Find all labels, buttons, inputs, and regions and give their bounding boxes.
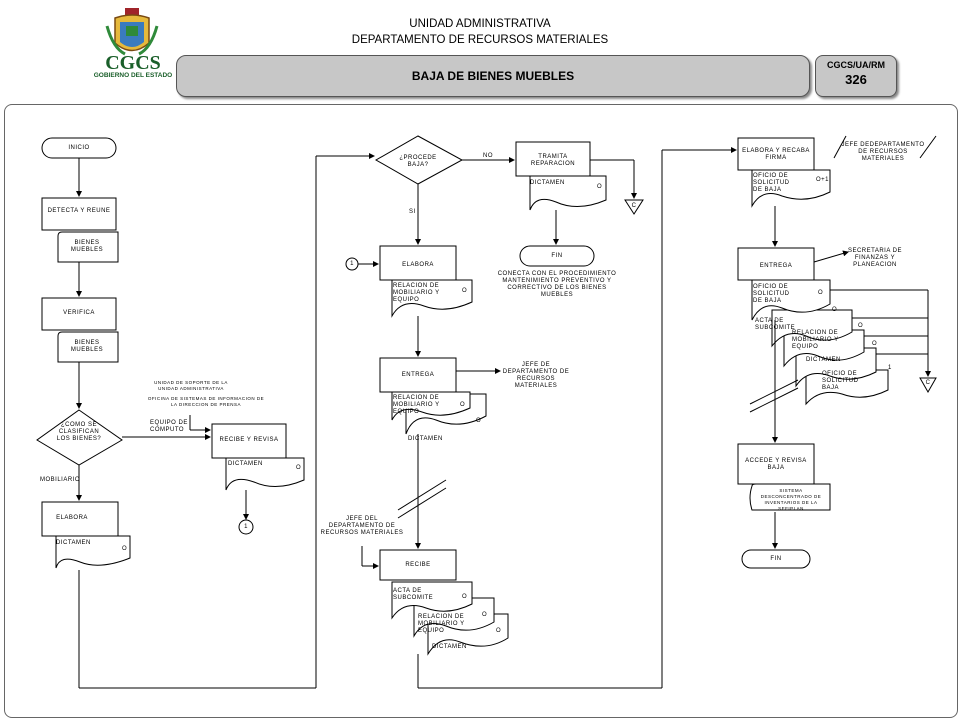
original-marker-13: O (872, 341, 878, 347)
fin-label-1: FIN (551, 253, 563, 259)
oficio-doc-2: OFICIO DE SOLICITUD DE BAJA (753, 284, 790, 304)
dictamen-doc-6: DICTAMEN (806, 357, 841, 363)
equipo-branch-label: EQUIPO DE COMPUTO (150, 420, 188, 433)
elabora-label-1: ELABORA (56, 515, 88, 521)
dictamen-doc-4: DICTAMEN (408, 436, 443, 442)
procede-baja-label: ¿PROCEDE BAJA? (399, 155, 437, 168)
soporte-note: UNIDAD DE SOPORTE DE LA UNIDAD ADMINISTR… (154, 380, 228, 391)
entrega-label-2: ENTREGA (759, 263, 793, 269)
original-marker-9: O (496, 628, 502, 634)
acta-doc-1: ACTA DE SUBCOMITE (393, 588, 434, 601)
relacion-doc-3: RELACION DE MOBILIARIO Y EQUIPO (418, 614, 465, 634)
acta-doc-2: ACTA DE SUBCOMITE (755, 318, 796, 331)
copy-marker-o1: O+1 (816, 177, 830, 183)
unit-heading: UNIDAD ADMINISTRATIVA (409, 18, 551, 30)
original-marker-6: O (476, 418, 482, 424)
fin-label-2: FIN (770, 556, 782, 562)
oficio-doc-3: OFICIO DE SOLICITUD BAJA (822, 371, 859, 391)
connector-c-label-2: C (925, 380, 931, 386)
code-label: CGCS/UA/RM (827, 60, 885, 70)
copy-marker-1: 1 (888, 365, 892, 371)
relacion-doc-2: RELACION DE MOBILIARIO Y EQUIPO (393, 395, 440, 415)
detecta-process (41, 197, 117, 231)
original-marker-7: O (462, 594, 468, 600)
recibe-revisa-label: RECIBE Y REVISA (219, 437, 279, 443)
jefe-recursos-note-1: JEFE DE DEPARTAMENTO DE RECURSOS MATERIA… (502, 362, 570, 389)
original-marker-10: O (818, 290, 824, 296)
code-number: 326 (845, 72, 867, 87)
secretaria-finanzas-note: SECRETARIA DE FINANZAS Y PLANEACION (847, 248, 903, 268)
relacion-doc-1: RELACION DE MOBILIARIO Y EQUIPO (393, 283, 440, 303)
jefe-recursos-note-3: JEFE DEDEPARTAMENTO DE RECURSOS MATERIAL… (841, 142, 925, 162)
dictamen-doc-2: DICTAMEN (228, 461, 263, 467)
flowchart-panel (4, 104, 958, 718)
oficina-sistemas-note: OFICINA DE SISTEMAS DE INFORMACION DE LA… (147, 396, 265, 407)
recibe-label: RECIBE (405, 562, 431, 568)
bienes-muebles-doc-1: BIENES MUEBLES (70, 240, 104, 253)
accede-revisa-label: ACCEDE Y REVISA BAJA (745, 458, 807, 471)
logo-text: CGCS (105, 52, 161, 74)
procedure-code-box: CGCS/UA/RM 326 (815, 55, 897, 97)
original-marker-1: O (122, 546, 128, 552)
classification-decision-label: ¿COMO SE CLASIFICAN LOS BIENES? (56, 422, 102, 442)
original-marker-2: O (296, 465, 302, 471)
sistema-inventarios-doc: SISTEMA DESCONCENTRADO DE INVENTARIOS DE… (760, 488, 822, 511)
jefe-recursos-note-2: JEFE DEL DEPARTAMENTO DE RECURSOS MATERI… (320, 516, 404, 536)
coat-of-arms-logo (95, 8, 170, 83)
connector-1-label-2: 1 (350, 261, 354, 267)
original-marker-3: O (597, 184, 603, 190)
connector-1-label: 1 (244, 524, 248, 530)
original-marker-11: O (832, 307, 838, 313)
procedure-title: BAJA DE BIENES MUEBLES (176, 55, 810, 97)
elabora-label-2: ELABORA (402, 262, 434, 268)
detecta-label: DETECTA Y REUNE (47, 208, 111, 214)
oficio-doc-1: OFICIO DE SOLICITUD DE BAJA (753, 173, 790, 193)
tramita-label: TRAMITA REPARACION (530, 154, 576, 167)
inicio-label: INICIO (68, 145, 90, 151)
original-marker-12: O (858, 323, 864, 329)
relacion-doc-4: RELACION DE MOBILIARIO Y EQUIPO (792, 330, 839, 350)
bienes-muebles-doc-2: BIENES MUEBLES (70, 340, 104, 353)
verifica-label: VERIFICA (63, 310, 95, 316)
mobiliario-branch-label: MOBILIARIO (40, 477, 81, 483)
department-heading: DEPARTAMENTO DE RECURSOS MATERIALES (351, 34, 609, 46)
entrega-label-1: ENTREGA (401, 372, 435, 378)
elabora-recaba-label: ELABORA Y RECABA FIRMA (742, 148, 810, 161)
no-branch-label: NO (483, 153, 493, 159)
mantenimiento-note: CONECTA CON EL PROCEDIMIENTO MANTENIMIEN… (497, 271, 617, 298)
dictamen-doc-5: DICTAMEN (432, 644, 467, 650)
original-marker-8: O (482, 612, 488, 618)
connector-c-label-1: C (631, 203, 637, 209)
logo-subtitle: GOBIERNO DEL ESTADO (93, 72, 173, 79)
original-marker-5: O (460, 402, 466, 408)
dictamen-doc-1: DICTAMEN (56, 540, 91, 546)
original-marker-4: O (462, 288, 468, 294)
dictamen-doc-3: DICTAMEN (530, 180, 565, 186)
si-branch-label: SI (409, 209, 416, 215)
